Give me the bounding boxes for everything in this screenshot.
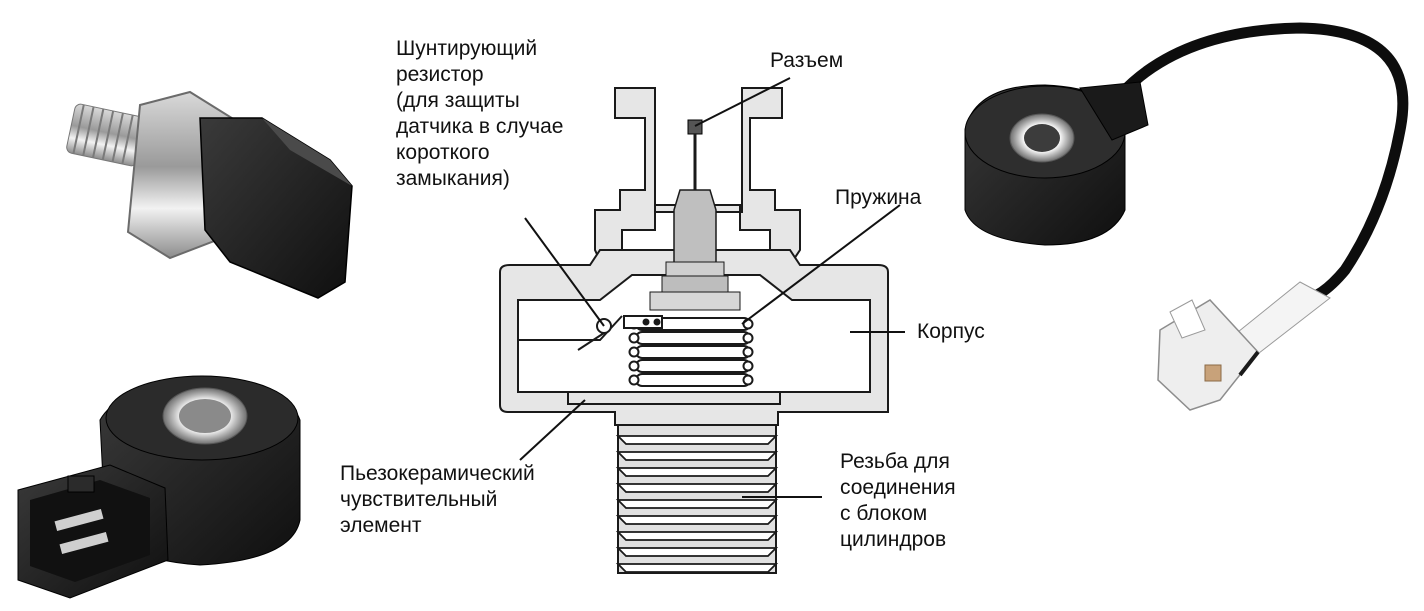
leader-connector: [694, 77, 791, 127]
label-thread: Резьба для соединения с блоком цилиндров: [840, 450, 956, 551]
center-post: [673, 189, 717, 269]
label-housing: Корпус: [917, 320, 985, 343]
label-shunt-resistor: Шунтирующий резистор (для защиты датчика…: [396, 37, 564, 190]
connector-pin: [687, 119, 703, 135]
white-plug: [1157, 281, 1331, 411]
spring-coils: [628, 317, 754, 387]
photo-knock-sensor-cable: [964, 22, 1409, 411]
side-connector: [17, 464, 169, 599]
photo-threaded-sensor: [66, 90, 353, 299]
sensor-cross-section: [499, 77, 905, 574]
leader-shunt-resistor: [524, 217, 605, 327]
cable: [1114, 22, 1409, 306]
label-spring: Пружина: [835, 186, 922, 209]
lead-wire: [518, 315, 623, 341]
leader-spring: [741, 204, 901, 325]
label-connector: Разъем: [770, 49, 844, 72]
connector-housing: [574, 87, 816, 276]
plastic-connector-body: [199, 117, 353, 299]
piezo-plate: [567, 391, 781, 405]
label-piezo-element: Пьезокерамический чувствительный элемент: [340, 462, 535, 537]
photo-knock-sensor-connector: [17, 375, 301, 599]
leader-piezo: [519, 399, 586, 461]
sensor-puck: [964, 81, 1149, 246]
thread-section: [615, 424, 779, 574]
